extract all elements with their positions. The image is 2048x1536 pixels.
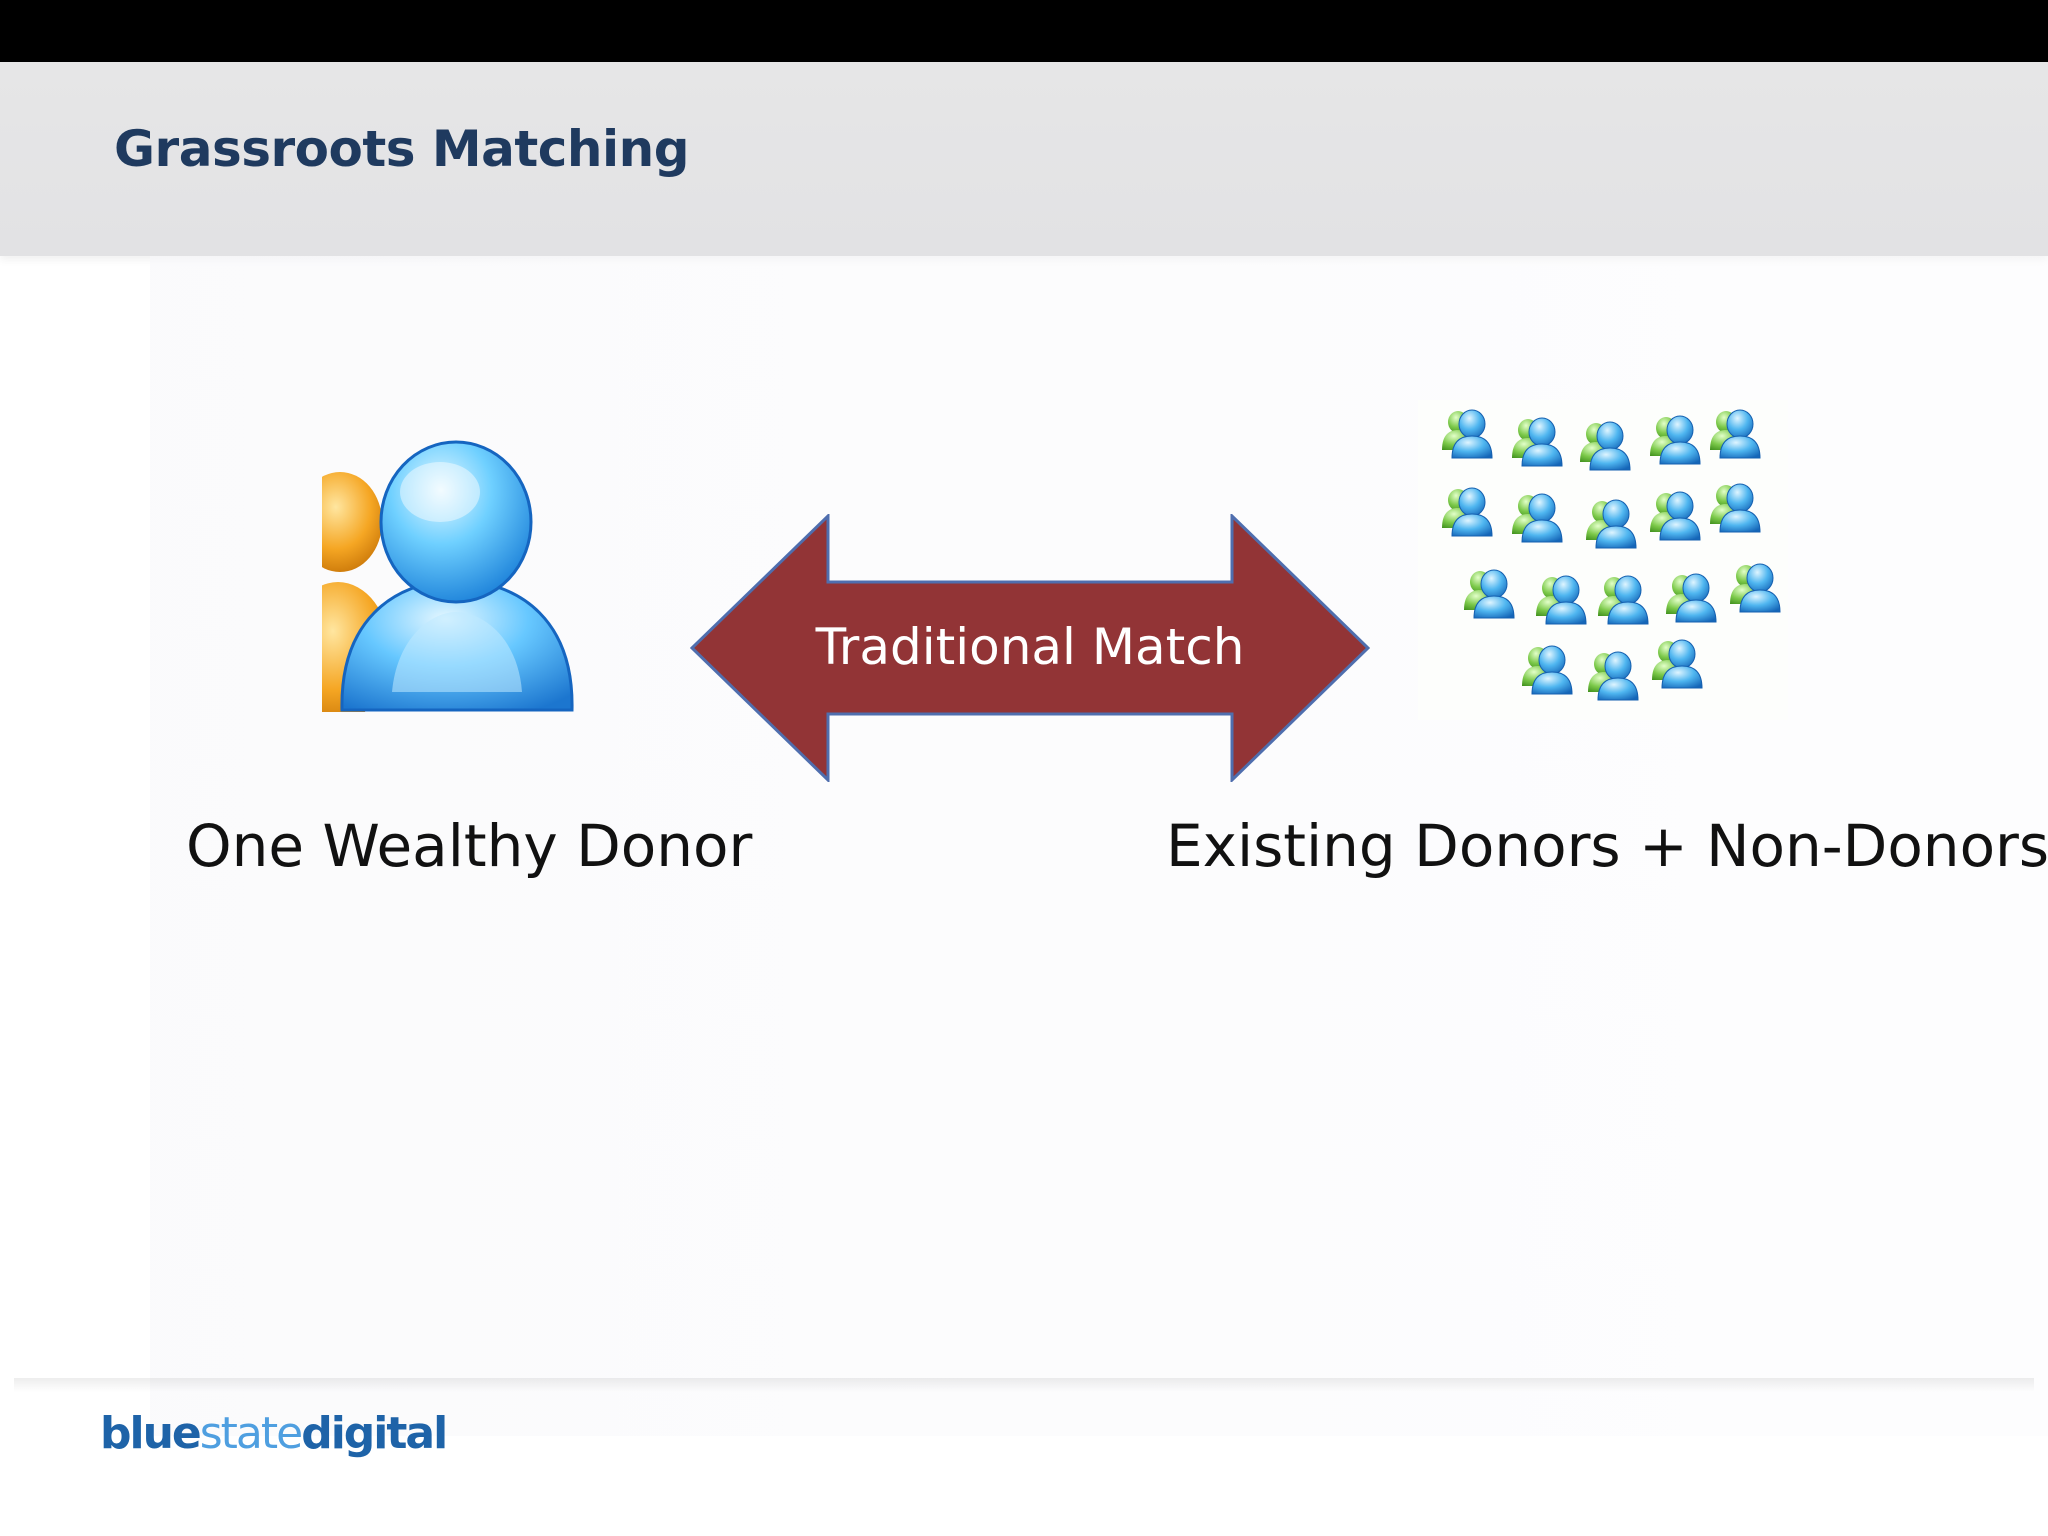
crowd-person-icon: [1585, 499, 1637, 549]
arrow-label: Traditional Match: [815, 618, 1245, 676]
crowd-person-icon: [1597, 575, 1649, 625]
crowd-person-icon: [1649, 491, 1701, 541]
blue-state-digital-logo: bluestatedigital: [100, 1408, 448, 1459]
single-donor-icon: [322, 422, 590, 712]
logo-word-digital: digital: [301, 1408, 448, 1459]
crowd-person-icon: [1587, 651, 1639, 701]
crowd-figures: [1441, 409, 1781, 701]
traditional-match-arrow: Traditional Match: [689, 512, 1371, 784]
crowd-person-icon: [1463, 569, 1515, 619]
slide: Grassroots Matching: [0, 62, 2048, 1536]
slide-title: Grassroots Matching: [114, 120, 690, 178]
crowd-person-icon: [1709, 409, 1761, 459]
people-group-icon: [1418, 400, 1788, 720]
title-bar: Grassroots Matching: [0, 62, 2048, 256]
crowd-person-icon: [1521, 645, 1573, 695]
crowd-person-icon: [1441, 409, 1493, 459]
crowd-person-icon: [1579, 421, 1631, 471]
crowd-person-icon: [1511, 417, 1563, 467]
crowd-person-icon: [1649, 415, 1701, 465]
crowd-person-icon: [1511, 493, 1563, 543]
crowd-person-icon: [1709, 483, 1761, 533]
crowd-person-icon: [1651, 639, 1703, 689]
crowd-person-icon: [1441, 487, 1493, 537]
logo-word-state: state: [199, 1408, 303, 1459]
crowd-person-icon: [1665, 573, 1717, 623]
logo-word-blue: blue: [100, 1408, 202, 1459]
crowd-person-icon: [1729, 563, 1781, 613]
footer-divider: [14, 1378, 2034, 1392]
one-wealthy-donor-label: One Wealthy Donor: [186, 812, 753, 880]
existing-donors-label: Existing Donors + Non-Donors: [1166, 812, 2048, 880]
crowd-person-icon: [1535, 575, 1587, 625]
